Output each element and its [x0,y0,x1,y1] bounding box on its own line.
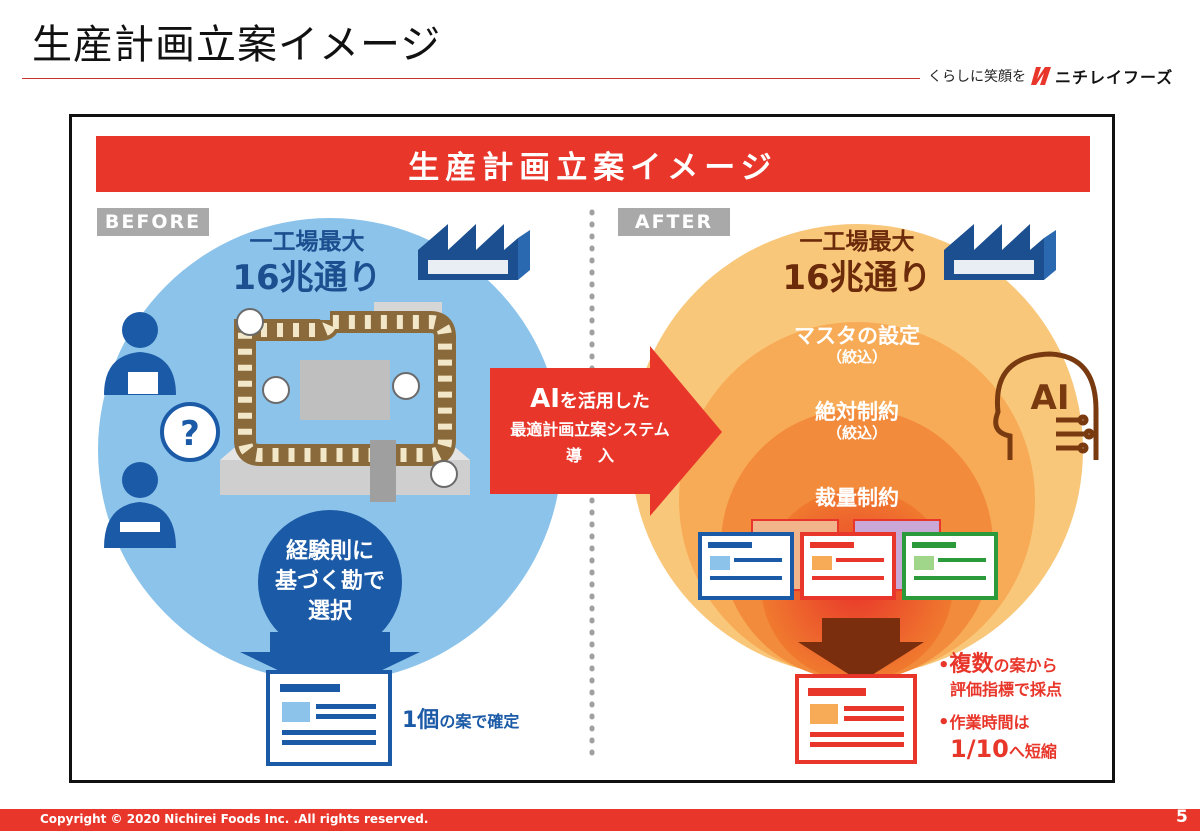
before-document-icon [266,670,392,766]
bullet2-strong: 1/10 [950,735,1009,763]
after-doc-blue [698,532,794,600]
before-result: 1個の案で確定 [402,702,519,734]
after-heading-2: 16兆通り [782,258,932,298]
before-result-count: 1個 [402,708,440,733]
bullet2-line-1: 作業時間は [949,713,1030,732]
after-final-document-icon [795,674,917,764]
before-heading-2: 16兆通り [232,258,382,298]
nichirei-logo-icon [1031,67,1051,85]
before-bubble-line-1: 経験則に [285,539,374,564]
before-bubble-line-3: 選択 [307,599,352,624]
bullet2-rest: へ短縮 [1008,742,1057,761]
after-doc-orange [800,532,896,600]
after-tag: AFTER [618,208,730,236]
brand-name: ニチレイフーズ [1055,68,1174,87]
before-result-text: の案で確定 [439,712,520,731]
ai-head-icon [993,351,1099,460]
question-bubble-icon: ? [160,402,220,462]
factory-icon-before [418,224,530,280]
slide-title: 生産計画立案イメージ [32,22,442,68]
after-doc-green [902,532,998,600]
ring1-label: マスタの設定 [794,324,920,348]
brand-tagline: くらしに笑顔を [928,69,1026,85]
person-writing-icon [104,312,176,395]
arrow-ai-label: AI [530,384,560,414]
ring2-sub: （絞込） [826,424,887,442]
after-document-stack [698,519,998,600]
ring3-label: 裁量制約 [815,486,899,510]
title-divider [22,78,920,79]
center-arrow-text: AIを活用した 最適計画立案システム 導 入 [490,384,690,469]
copyright-text: Copyright © 2020 Nichirei Foods Inc. .Al… [40,812,429,826]
svg-text:?: ? [180,414,200,454]
bullet1-line-2: 評価指標で採点 [950,680,1063,699]
before-bubble-text: 経験則に 基づく勘で 選択 [258,537,402,627]
before-bubble-line-2: 基づく勘で [274,569,385,594]
arrow-line-3: 導 入 [565,446,614,465]
bullet-mark-2: • [938,712,950,733]
arrow-line-1: を活用した [559,391,650,412]
before-heading-1: 一工場最大 [249,229,365,255]
factory-icon-after [944,224,1056,280]
bullet1-strong: 複数 [949,652,994,677]
center-arrow-shape [490,346,722,516]
ai-head-label: AI [1030,378,1070,418]
brand-logo: くらしに笑顔を ニチレイフーズ [928,63,1173,89]
footer-bar [0,809,1200,831]
after-down-arrow [798,618,924,682]
after-bullet-1: •複数の案から 評価指標で採点 [938,652,1062,701]
diagram-banner: 生産計画立案イメージ [96,136,1090,192]
after-heading-1: 一工場最大 [799,229,915,255]
bullet-mark-1: • [938,655,950,676]
before-tag: BEFORE [97,208,209,236]
bullet1-rest: の案から [993,656,1058,675]
after-bullet-2: •作業時間は 1/10へ短縮 [938,712,1057,767]
person-thinking-icon [104,462,176,548]
ring1-sub: （絞込） [826,348,887,366]
before-bubble-shape [240,510,420,695]
page-number: 5 [1176,807,1188,827]
arrow-line-2: 最適計画立案システム [510,420,670,439]
production-line-illustration [220,302,470,502]
ring2-label: 絶対制約 [815,400,899,424]
